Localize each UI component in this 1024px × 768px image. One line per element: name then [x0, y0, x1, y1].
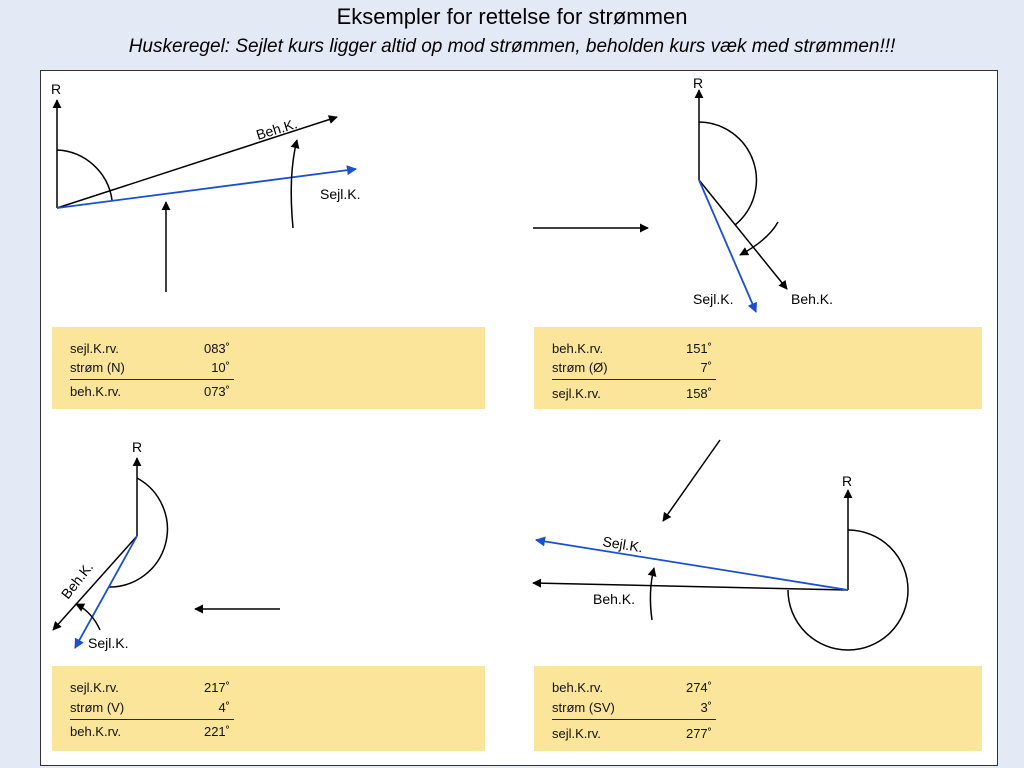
table-3: sejl.K.rv. 217˚ strøm (V) 4˚ beh.K.rv. 2…	[52, 666, 485, 751]
north-label: R	[842, 473, 852, 489]
current-arrow	[662, 439, 721, 522]
row-name: sejl.K.rv.	[552, 726, 601, 741]
row-value: 7˚	[700, 360, 712, 375]
page-subtitle: Huskeregel: Sejlet kurs ligger altid op …	[128, 36, 896, 57]
sum-rule	[552, 719, 716, 720]
row-name: sejl.K.rv.	[70, 680, 119, 695]
row-name: sejl.K.rv.	[552, 386, 601, 401]
row-value: 073˚	[203, 384, 230, 399]
table-2: beh.K.rv. 151˚ strøm (Ø) 7˚ sejl.K.rv. 1…	[534, 327, 982, 409]
row-name: beh.K.rv.	[552, 680, 604, 695]
north-label: R	[51, 81, 61, 97]
sejl-k-label: Sejl.K.	[602, 533, 644, 555]
beh-k-line	[56, 115, 338, 209]
diagram-3: R Beh.K. Sejl.K.	[52, 439, 280, 651]
row-value: 274˚	[685, 680, 712, 695]
row-value: 151˚	[685, 341, 712, 356]
table-row: beh.K.rv. 151˚	[552, 341, 712, 359]
table-row: sejl.K.rv. 158˚	[552, 386, 712, 404]
table-row: strøm (V) 4˚	[70, 700, 230, 718]
beh-k-label: Beh.K.	[254, 115, 299, 143]
sum-rule	[70, 719, 234, 720]
row-name: strøm (SV)	[552, 700, 615, 715]
row-name: beh.K.rv.	[70, 724, 122, 739]
beh-k-line	[52, 535, 138, 631]
row-value: 277˚	[685, 726, 712, 741]
table-row: strøm (N) 10˚	[70, 360, 230, 378]
row-name: beh.K.rv.	[552, 341, 604, 356]
table-row: beh.K.rv. 221˚	[70, 724, 230, 742]
sejl-k-line	[74, 535, 138, 649]
sejl-k-line	[56, 165, 357, 209]
correction-arc-arrow	[739, 221, 779, 256]
sum-rule	[70, 379, 234, 380]
sejl-k-line	[698, 179, 758, 313]
sejl-k-label: Sejl.K.	[320, 186, 360, 202]
north-label: R	[132, 439, 142, 455]
row-value: 3˚	[700, 700, 712, 715]
diagram-1: R Beh.K. Sejl.K.	[51, 81, 360, 292]
sum-rule	[552, 379, 716, 380]
page-title: Eksempler for rettelse for strømmen	[336, 4, 688, 29]
row-value: 158˚	[685, 386, 712, 401]
sejl-k-label: Sejl.K.	[693, 291, 733, 307]
correction-arc-arrow	[75, 603, 101, 631]
table-row: sejl.K.rv. 277˚	[552, 726, 712, 744]
row-value: 4˚	[218, 700, 230, 715]
table-row: sejl.K.rv. 217˚	[70, 680, 230, 698]
angle-arc	[787, 529, 909, 651]
beh-k-label: Beh.K.	[593, 591, 635, 607]
correction-arc-arrow	[647, 567, 657, 621]
beh-k-label: Beh.K.	[791, 291, 833, 307]
table-4: beh.K.rv. 274˚ strøm (SV) 3˚ sejl.K.rv. …	[534, 666, 982, 751]
row-name: beh.K.rv.	[70, 384, 122, 399]
row-name: strøm (N)	[70, 360, 125, 375]
angle-arc	[107, 477, 169, 588]
sejl-k-label: Sejl.K.	[88, 635, 128, 651]
diagram-2: R Beh.K. Sejl.K.	[533, 75, 833, 313]
table-row: beh.K.rv. 073˚	[70, 384, 230, 402]
row-value: 221˚	[203, 724, 230, 739]
table-row: sejl.K.rv. 083˚	[70, 341, 230, 359]
beh-k-line	[698, 179, 788, 290]
table-row: beh.K.rv. 274˚	[552, 680, 712, 698]
beh-k-line	[532, 578, 849, 591]
row-name: strøm (Ø)	[552, 360, 608, 375]
table-row: strøm (Ø) 7˚	[552, 360, 712, 378]
row-name: sejl.K.rv.	[70, 341, 119, 356]
row-value: 217˚	[203, 680, 230, 695]
table-row: strøm (SV) 3˚	[552, 700, 712, 718]
row-name: strøm (V)	[70, 700, 125, 715]
table-1: sejl.K.rv. 083˚ strøm (N) 10˚ beh.K.rv. …	[52, 327, 485, 409]
sejl-k-line	[535, 536, 849, 591]
north-label: R	[693, 75, 703, 91]
beh-k-label: Beh.K.	[58, 559, 96, 602]
angle-arc	[698, 121, 758, 226]
row-value: 10˚	[211, 360, 230, 375]
row-value: 083˚	[203, 341, 230, 356]
diagram-4: R Beh.K. Sejl.K.	[532, 439, 909, 651]
correction-arc-arrow	[290, 139, 300, 229]
